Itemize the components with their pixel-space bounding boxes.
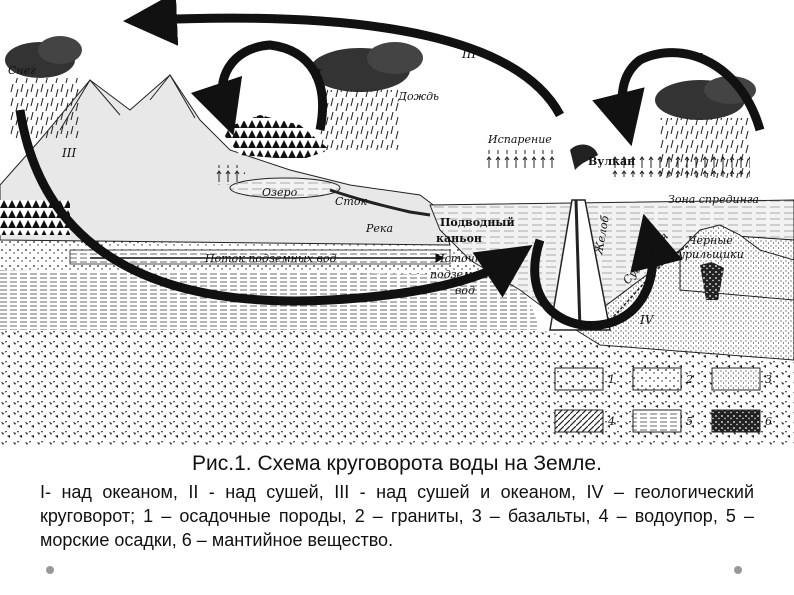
label-river: Река	[365, 222, 393, 235]
label-groundwater-source-3: вод	[455, 284, 475, 297]
river	[329, 188, 431, 217]
figure-caption: Рис.1. Схема круговорота воды на Земле. …	[40, 452, 754, 552]
label-volcano: Вулкан	[588, 155, 635, 168]
rain-middle	[320, 90, 400, 150]
evaporation-arrows-ocean	[485, 150, 555, 170]
legend: 1 2 3 4 5 6	[554, 367, 772, 433]
cycle-III-left-arrow	[15, 109, 533, 306]
evaporation-arrows-land	[215, 165, 245, 185]
legend-num-4: 4	[607, 415, 615, 428]
label-black-smokers-1: Черные	[688, 234, 733, 247]
label-underwater-canyon-2: каньон	[436, 232, 482, 245]
label-evaporation: Испарение	[487, 133, 552, 146]
cycle-IV-arrow	[530, 213, 683, 331]
label-snow: Снег	[8, 64, 36, 77]
label-black-smokers-2: курильщики	[672, 248, 744, 261]
evaporation-arrows-right	[610, 155, 750, 177]
legend-swatch-6	[711, 409, 761, 433]
cloud-middle	[310, 42, 423, 92]
slide-dot-left	[46, 566, 54, 574]
legend-swatch-2	[632, 367, 682, 391]
label-spreading-zone: Зона спрединга	[668, 193, 759, 206]
legend-swatch-4	[554, 409, 604, 433]
cycle-II-arrow	[190, 40, 328, 136]
legend-swatch-5	[632, 409, 682, 433]
label-underwater-canyon-1: Подводный	[440, 216, 515, 229]
label-groundwater-source-1: Источник	[434, 252, 496, 265]
label-cycle-IV: IV	[639, 313, 655, 327]
label-cycle-II: II	[311, 67, 322, 81]
slide-dot-right	[734, 566, 742, 574]
legend-swatch-1	[554, 367, 604, 391]
caption-title: Рис.1. Схема круговорота воды на Земле.	[192, 452, 602, 475]
label-rain: Дождь	[397, 90, 439, 103]
label-groundwater-source-2: подземных	[430, 268, 496, 281]
label-runoff: Сток	[335, 195, 367, 208]
label-lake: Озеро	[262, 186, 298, 199]
cloud-left	[5, 36, 82, 78]
mountains	[0, 74, 451, 246]
volcano-smoke	[570, 144, 598, 170]
legend-num-6: 6	[765, 415, 772, 428]
label-cycle-I: I	[697, 51, 703, 65]
caption-text: I- над океаном, II - над сушей, III - на…	[40, 482, 754, 550]
legend-num-1: 1	[608, 373, 615, 386]
legend-num-2: 2	[685, 373, 693, 386]
volcano-vent	[574, 199, 582, 331]
cycle-I-arrow	[592, 48, 765, 147]
lake	[229, 177, 341, 199]
legend-swatch-3	[711, 367, 761, 391]
water-cycle-diagram: Снег Дождь Испарение Вулкан Зона спредин…	[0, 0, 794, 445]
label-cycle-III-left: III	[61, 146, 76, 160]
legend-num-5: 5	[686, 415, 693, 428]
label-groundwater-flow: Поток подземных вод	[204, 252, 337, 265]
legend-num-3: 3	[765, 373, 772, 386]
label-cycle-III-top: III	[461, 47, 476, 61]
groundwater-flow-band	[69, 249, 451, 265]
black-smoker-plume	[700, 262, 724, 300]
forest-top	[220, 115, 330, 160]
cycle-III-top-arrow	[123, 0, 564, 118]
